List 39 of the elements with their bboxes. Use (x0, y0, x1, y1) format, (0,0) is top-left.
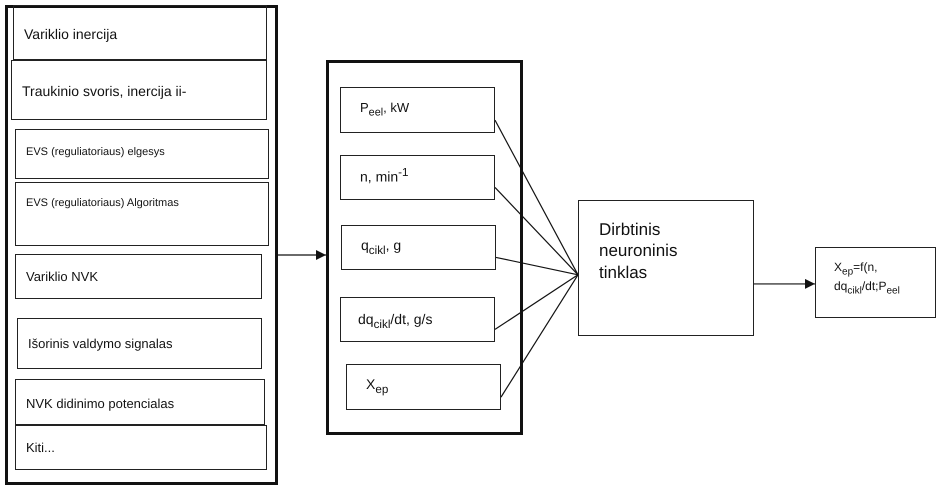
process-box (13, 5, 267, 60)
process-box (15, 425, 267, 470)
connector-line (494, 186, 578, 276)
connector-line (494, 120, 579, 276)
node-label: Kiti... (26, 440, 56, 456)
node-label: X$_{ep}$=f(n, dq$_{cikl}$/dt;P$_{eel}$ (834, 260, 901, 298)
node-label: Variklio inercija (24, 26, 118, 44)
node-label: Išorinis valdymo signalas (28, 336, 174, 352)
connector-line (496, 256, 578, 276)
node-label: Dirbtinis neuroninis tinklas (599, 219, 678, 283)
process-box (15, 379, 265, 425)
node-label: Variklio NVK (26, 269, 100, 286)
node-label: n, min$^{-1}$ (360, 166, 410, 186)
container-box (5, 5, 278, 485)
connector-line (500, 274, 578, 398)
process-box (11, 60, 267, 120)
process-box (17, 318, 262, 369)
container-box (326, 60, 523, 435)
process-box (341, 225, 496, 270)
process-box (815, 247, 936, 318)
node-label: dq$_{cikl}$/dt, g/s (358, 311, 434, 332)
process-box (340, 155, 495, 200)
connector-line (494, 274, 578, 330)
node-label: EVS (reguliatoriaus) elgesys (26, 146, 166, 160)
process-box (340, 87, 495, 133)
node-label: P$_{eel}$, kW (360, 100, 410, 120)
process-box (15, 182, 269, 246)
node-label: Traukinio svoris, inercija ii- (22, 83, 188, 100)
node-label: q$_{cikl}$, g (361, 237, 402, 258)
process-box (15, 254, 262, 299)
process-box (346, 364, 501, 410)
node-label: EVS (reguliatoriaus) Algoritmas (26, 197, 180, 211)
process-box (15, 129, 269, 179)
node-label: NVK didinimo potencialas (26, 396, 176, 412)
arrow (754, 278, 815, 289)
node-label: X$_{ep}$ (366, 376, 390, 398)
process-box (340, 297, 495, 342)
arrow (278, 250, 326, 260)
process-box (578, 200, 754, 336)
